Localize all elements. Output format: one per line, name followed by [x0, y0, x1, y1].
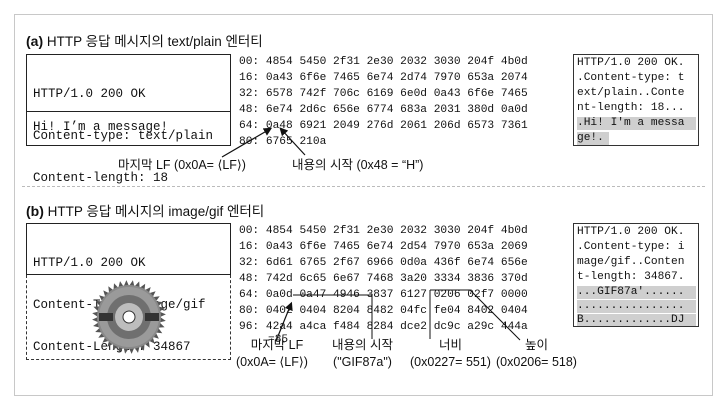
hex-row: 48: 742d 6c65 6e67 7468 3a20 3334 3836 3…	[239, 273, 528, 285]
header-line: HTTP/1.0 200 OK	[33, 87, 146, 101]
ascii-row: nt-length: 18...	[577, 102, 685, 114]
hex-row: 96: 42a4 a4ca f484 8284 dce2 dc9c a29c 4…	[239, 321, 528, 333]
hex-row: 48: 6e74 2d6c 656e 6774 683a 2031 380d 0…	[239, 104, 528, 116]
ascii-row: t-length: 34867.	[577, 271, 685, 283]
hex-row-continuation: =85	[268, 334, 289, 346]
ascii-row: HTTP/1.0 200 OK.	[577, 226, 685, 238]
panel-divider	[22, 186, 705, 187]
saw-blade-image	[92, 280, 166, 354]
header-line: Content-type: text/plain	[33, 129, 214, 143]
panel-b-title: (b) HTTP 응답 메시지의 image/gif 엔터티	[26, 203, 265, 219]
panel-b-last-lf-label: 마지막 LF (0x0A= ⟨LF⟩)	[236, 338, 308, 369]
header-line: Content-length: 18	[33, 171, 169, 185]
hex-row: 00: 4854 5450 2f31 2e30 2032 3030 204f 4…	[239, 225, 528, 237]
hex-row: 64: 0a0d 0a47 4946 3837 6127 0206 02f7 0…	[239, 289, 528, 301]
line-height-b	[469, 289, 521, 341]
panel-a-message-box: HTTP/1.0 200 OK Content-type: text/plain…	[26, 54, 231, 185]
hex-row: 32: 6578 742f 706c 6169 6e0d 0a43 6f6e 7…	[239, 88, 528, 100]
ascii-row-highlighted: ...GIF87a'......	[577, 286, 696, 299]
panel-a-last-lf-label: 마지막 LF (0x0A= ⟨LF⟩)	[118, 158, 246, 172]
arrow-content-start-a	[279, 127, 306, 156]
hex-row: 00: 4854 5450 2f31 2e30 2032 3030 204f 4…	[239, 56, 528, 68]
arrow-last-lf-a	[221, 127, 273, 158]
arrow-last-lf-b	[275, 301, 293, 342]
panel-b-ascii-dump: HTTP/1.0 200 OK. .Content-type: i mage/g…	[573, 223, 699, 327]
ascii-row: HTTP/1.0 200 OK.	[577, 57, 685, 69]
hex-row: 64: 0a48 6921 2049 276d 2061 206d 6573 7…	[239, 120, 528, 132]
ascii-row-highlighted: B.............DJ	[577, 314, 696, 326]
ascii-row-highlighted: .Hi! I'm a messa	[577, 117, 696, 130]
panel-a-headers: HTTP/1.0 200 OK Content-type: text/plain…	[27, 55, 230, 213]
panel-b-width-label: 너비 (0x0227= 551)	[410, 338, 491, 369]
hex-row: 32: 6d61 6765 2f67 6966 0d0a 436f 6e74 6…	[239, 257, 528, 269]
ascii-row: mage/gif..Conten	[577, 256, 685, 268]
panel-a-body-text: Hi! I’m a message!	[33, 120, 169, 134]
hex-row: 16: 0a43 6f6e 7465 6e74 2d54 7970 653a 2…	[239, 241, 528, 253]
hex-row: 80: 0402 0404 8204 8482 04fc fe04 8402 0…	[239, 305, 528, 317]
ascii-row: .Content-type: i	[577, 241, 685, 253]
panel-a-content-start-label: 내용의 시작 (0x48 = “H”)	[292, 158, 424, 172]
hex-row: 80: 6765 210a	[239, 136, 327, 148]
panel-a-ascii-dump: HTTP/1.0 200 OK. .Content-type: t ext/pl…	[573, 54, 699, 146]
ascii-row-highlighted: ge!.	[577, 132, 609, 145]
header-body-separator	[27, 111, 230, 112]
panel-b-content-start-label: 내용의 시작 ("GIF87a")	[332, 338, 393, 369]
panel-a-title: (a) HTTP 응답 메시지의 text/plain 엔터티	[26, 33, 263, 49]
panel-b-height-label: 높이 (0x0206= 518)	[496, 338, 577, 369]
ascii-row: .Content-type: t	[577, 72, 685, 84]
ascii-row-highlighted: ................	[577, 300, 696, 313]
header-line: HTTP/1.0 200 OK	[33, 256, 146, 270]
hex-row: 16: 0a43 6f6e 7465 6e74 2d74 7970 653a 2…	[239, 72, 528, 84]
panel-b-image-body	[26, 275, 231, 360]
ascii-row: ext/plain..Conte	[577, 87, 685, 99]
